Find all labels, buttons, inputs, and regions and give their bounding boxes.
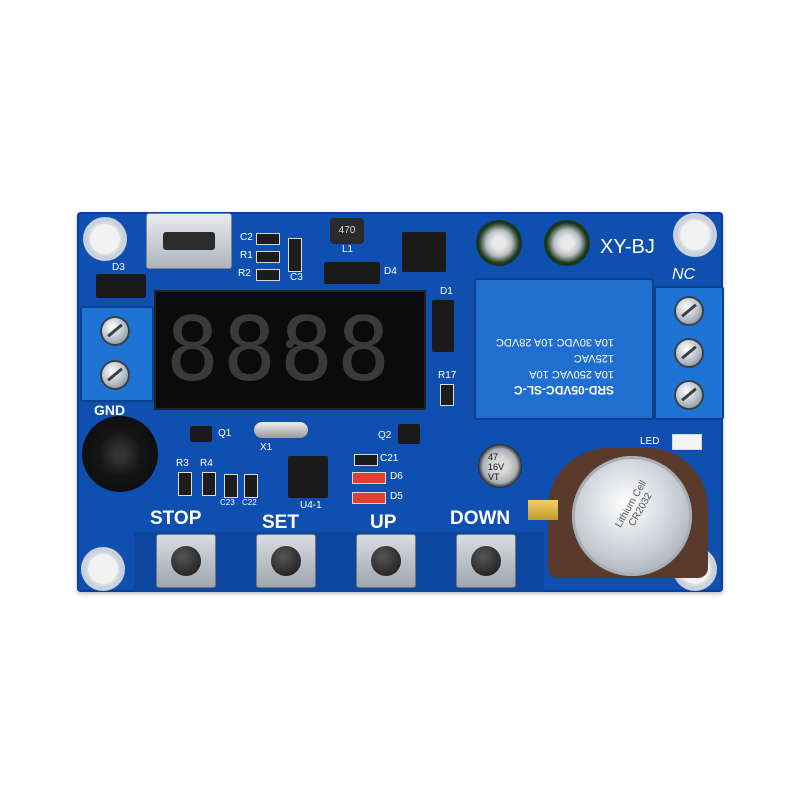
- q1-label: Q1: [218, 428, 232, 439]
- d4-label: D4: [384, 266, 397, 277]
- micro-usb-port: [146, 213, 232, 269]
- c3-label: C3: [290, 272, 303, 283]
- stop-label: STOP: [150, 508, 202, 529]
- terminal-screw[interactable]: [676, 340, 702, 366]
- stop-button-cap[interactable]: [171, 546, 201, 576]
- r17-label: R17: [438, 370, 457, 381]
- set-button-cap[interactable]: [271, 546, 301, 576]
- mounting-hole: [88, 222, 122, 256]
- small-electrolytic-capacitor: 47 16V VT: [478, 444, 522, 488]
- buzzer: [82, 416, 158, 492]
- resistor-r17: [440, 384, 454, 406]
- set-button[interactable]: [256, 534, 316, 588]
- resistor-r2: [256, 269, 280, 281]
- mounting-hole: [86, 552, 120, 586]
- r1-label: R1: [240, 250, 253, 261]
- c21-label: C21: [380, 453, 399, 464]
- nc-label: NC: [672, 266, 696, 283]
- ic-u4: [288, 456, 328, 498]
- r2-label: R2: [238, 268, 251, 279]
- c22-label: C22: [242, 498, 257, 507]
- led-label: LED: [640, 436, 660, 447]
- up-button[interactable]: [356, 534, 416, 588]
- r4-label: R4: [200, 458, 213, 469]
- resistor-r1: [256, 251, 280, 263]
- cap-value: 47: [488, 452, 499, 462]
- capacitor-c3: [288, 238, 302, 272]
- colon-dot: [286, 340, 294, 348]
- capacitor-c2: [256, 233, 280, 245]
- transistor-q2: [398, 424, 420, 444]
- r3-label: R3: [176, 458, 189, 469]
- seven-segment-display: 8888: [154, 290, 426, 410]
- q2-label: Q2: [378, 430, 392, 441]
- up-label: UP: [370, 512, 397, 533]
- x1-label: X1: [260, 442, 273, 453]
- diode-d1: [432, 300, 454, 352]
- relay-model: SRD-05VDC-SL-C: [513, 383, 614, 397]
- terminal-block-left: [80, 306, 154, 402]
- down-button[interactable]: [456, 534, 516, 588]
- up-button-cap[interactable]: [371, 546, 401, 576]
- d5-label: D5: [390, 491, 403, 502]
- terminal-screw[interactable]: [676, 382, 702, 408]
- capacitor-c23: [224, 474, 238, 498]
- c23-label: C23: [220, 498, 235, 507]
- terminal-screw[interactable]: [676, 298, 702, 324]
- d6-label: D6: [390, 471, 403, 482]
- d3-label: D3: [112, 262, 125, 273]
- terminal-screw[interactable]: [102, 318, 128, 344]
- crystal-x1: [254, 422, 308, 438]
- status-led: [672, 434, 702, 450]
- ic-chip: [402, 232, 446, 272]
- diode-d6: [352, 472, 386, 484]
- coin-cell-battery: Lithium Cell CR2032: [572, 456, 692, 576]
- l1-label: L1: [342, 244, 354, 255]
- resistor-r3: [178, 472, 192, 496]
- resistor-r4: [202, 472, 216, 496]
- transistor-q1: [190, 426, 212, 442]
- diode-d4: [324, 262, 380, 284]
- terminal-block-right: [654, 286, 724, 420]
- model-label: XY-BJ: [600, 236, 655, 258]
- mounting-hole: [678, 218, 712, 252]
- terminal-screw[interactable]: [102, 362, 128, 388]
- electrolytic-capacitor: [544, 220, 590, 266]
- stop-button[interactable]: [156, 534, 216, 588]
- d1-label: D1: [440, 286, 453, 297]
- u4-label: U4-1: [300, 500, 322, 511]
- diode-d5: [352, 492, 386, 504]
- c2-label: C2: [240, 232, 253, 243]
- inductor-l1: 470: [330, 218, 364, 244]
- diode-d3: [96, 274, 146, 298]
- battery-contact: [528, 500, 558, 520]
- down-button-cap[interactable]: [471, 546, 501, 576]
- set-label: SET: [262, 512, 299, 533]
- relay-printing: SRD-05VDC-SL-C 10A 250VAC 10A 125VAC 10A…: [488, 280, 614, 398]
- down-label: DOWN: [450, 508, 511, 529]
- relay-rating-dc: 10A 30VDC 10A 28VDC: [495, 336, 614, 348]
- display-digits: 8888: [166, 298, 394, 401]
- capacitor-c21: [354, 454, 378, 466]
- relay: [474, 278, 654, 420]
- cap-voltage: 16V: [488, 462, 505, 472]
- gnd-label: GND: [94, 402, 126, 418]
- capacitor-c22: [244, 474, 258, 498]
- colon-dot: [286, 364, 294, 372]
- cap-series: VT: [488, 472, 500, 482]
- electrolytic-capacitor: [476, 220, 522, 266]
- relay-rating-ac: 10A 250VAC 10A 125VAC: [529, 352, 614, 380]
